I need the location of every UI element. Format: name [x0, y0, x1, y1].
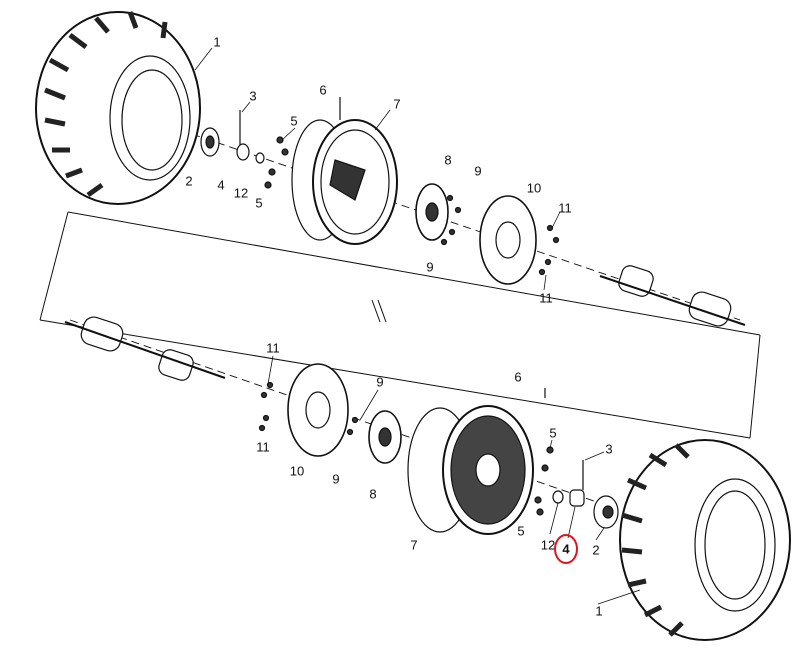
callout-label: 10	[289, 463, 305, 479]
hub-flange-top	[415, 183, 462, 246]
callout-label: 5	[549, 425, 557, 441]
callout-label: 9	[474, 163, 482, 179]
callout-label: 11	[256, 439, 270, 455]
callout-label: 11	[266, 340, 280, 356]
brake-disc-top	[479, 195, 560, 285]
callout-label: 12	[233, 185, 249, 201]
callout-label: 9	[332, 471, 340, 487]
assembly-frame	[39, 211, 761, 439]
callout-label: 2	[592, 542, 600, 558]
wheel-rim-top	[291, 97, 398, 245]
hub-flange-bottom	[346, 410, 402, 464]
axis-lines	[69, 129, 741, 511]
leader-lines	[194, 47, 641, 605]
callout-label: 10	[526, 180, 542, 196]
tire-bottom	[619, 439, 791, 641]
callout-label: 11	[539, 290, 553, 306]
callout-label: 6	[514, 369, 522, 385]
callout-label: 8	[444, 152, 452, 168]
highlight-circle	[554, 534, 578, 564]
callout-label: 7	[410, 537, 418, 553]
callout-label: 12	[540, 537, 556, 553]
callout-label: 5	[290, 113, 298, 129]
callout-label: 11	[558, 200, 572, 216]
callout-label: 1	[213, 34, 221, 50]
wheel-rim-bottom	[407, 388, 546, 535]
callout-label: 3	[605, 441, 613, 457]
hub-bottom	[534, 446, 619, 529]
callout-label: 5	[255, 195, 263, 211]
brake-disc-bottom	[258, 363, 349, 457]
callout-label: 5	[517, 523, 525, 539]
drive-shaft-top	[599, 265, 746, 327]
callout-label: 9	[426, 259, 434, 275]
callout-label: 1	[595, 603, 603, 619]
hub-top	[200, 110, 289, 189]
drive-shaft-bottom	[64, 316, 226, 381]
callout-label: 4	[217, 177, 225, 193]
callout-label: 3	[249, 88, 257, 104]
callout-label: 8	[369, 486, 377, 502]
callout-label: 6	[319, 82, 327, 98]
callout-label: 2	[185, 173, 193, 189]
callout-label: 9	[376, 374, 384, 390]
tire-top	[35, 11, 201, 205]
callout-label: 7	[393, 96, 401, 112]
